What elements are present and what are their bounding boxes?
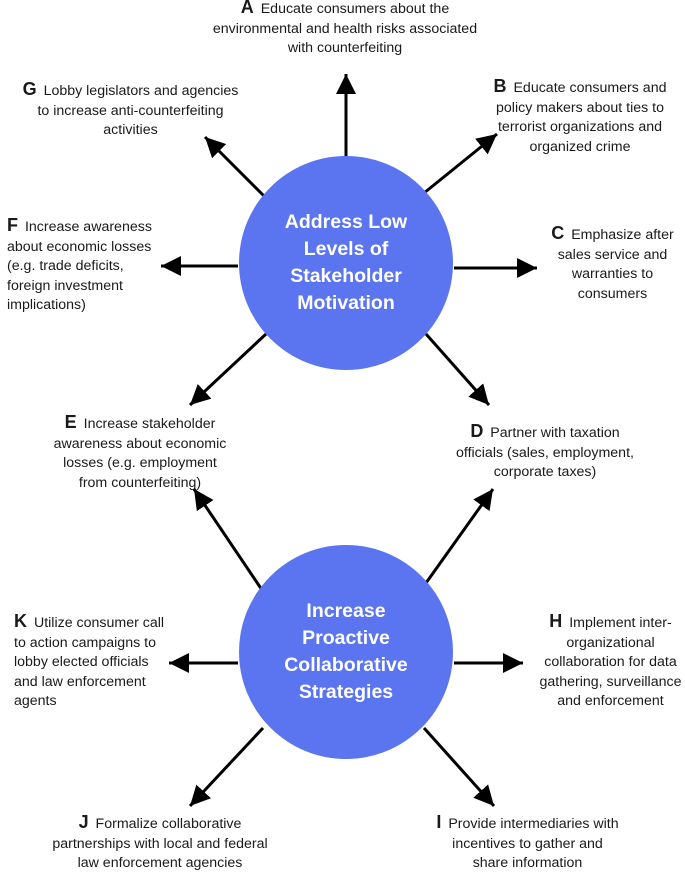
- text-b: Educate consumers and policy makers abou…: [496, 80, 667, 155]
- label-a: A Educate consumers about the environmen…: [200, 0, 490, 59]
- arrow-i: [422, 726, 496, 808]
- text-e: Increase stakeholder awareness about eco…: [53, 416, 227, 491]
- label-f: F Increase awareness about economic loss…: [7, 215, 167, 316]
- text-j: Formalize collaborative partnerships wit…: [52, 816, 268, 871]
- letter-a: A: [240, 0, 254, 17]
- text-f: Increase awareness about economic losses…: [7, 219, 152, 313]
- text-a: Educate consumers about the environmenta…: [212, 1, 478, 56]
- letter-c: C: [551, 223, 565, 243]
- text-k: Utilize consumer call to action campaign…: [14, 615, 165, 709]
- arrow-e: [188, 332, 268, 407]
- arrow-b: [423, 132, 498, 195]
- letter-i: I: [436, 812, 442, 832]
- letter-g: G: [22, 79, 37, 99]
- text-d: Partner with taxation officials (sales, …: [456, 425, 634, 480]
- letter-f: F: [7, 215, 18, 235]
- label-k: K Utilize consumer call to action campai…: [14, 611, 174, 712]
- label-d: D Partner with taxation officials (sales…: [455, 421, 635, 483]
- text-h: Implement inter-organizational collabora…: [539, 615, 682, 709]
- text-g: Lobby legislators and agencies to increa…: [37, 83, 239, 138]
- text-i: Provide intermediaries with incentives t…: [448, 816, 619, 871]
- label-j: J Formalize collaborative partnerships w…: [45, 812, 275, 874]
- hub-top-label: Address Low Levels of Stakeholder Motiva…: [284, 211, 408, 314]
- label-c: C Emphasize after sales service and warr…: [545, 223, 680, 304]
- arrow-j: [188, 726, 265, 808]
- text-c: Emphasize after sales service and warran…: [557, 227, 674, 302]
- arrow-g: [203, 135, 266, 198]
- arrow-up-left: [192, 488, 264, 591]
- arrow-up-right: [419, 488, 495, 591]
- hub-bottom: Increase Proactive Collaborative Strateg…: [239, 545, 453, 759]
- letter-j: J: [78, 812, 89, 832]
- label-b: B Educate consumers and policy makers ab…: [480, 76, 680, 157]
- label-i: I Provide intermediaries with incentives…: [435, 812, 620, 874]
- label-e: E Increase stakeholder awareness about e…: [50, 412, 230, 493]
- arrow-d: [424, 333, 491, 406]
- label-g: G Lobby legislators and agencies to incr…: [18, 79, 243, 141]
- letter-e: E: [64, 412, 77, 432]
- letter-d: D: [470, 421, 484, 441]
- letter-k: K: [14, 611, 27, 631]
- letter-b: B: [493, 76, 507, 96]
- hub-top: Address Low Levels of Stakeholder Motiva…: [239, 156, 453, 370]
- hub-bottom-label: Increase Proactive Collaborative Strateg…: [284, 600, 408, 703]
- letter-h: H: [549, 611, 563, 631]
- label-h: H Implement inter-organizational collabo…: [538, 611, 683, 712]
